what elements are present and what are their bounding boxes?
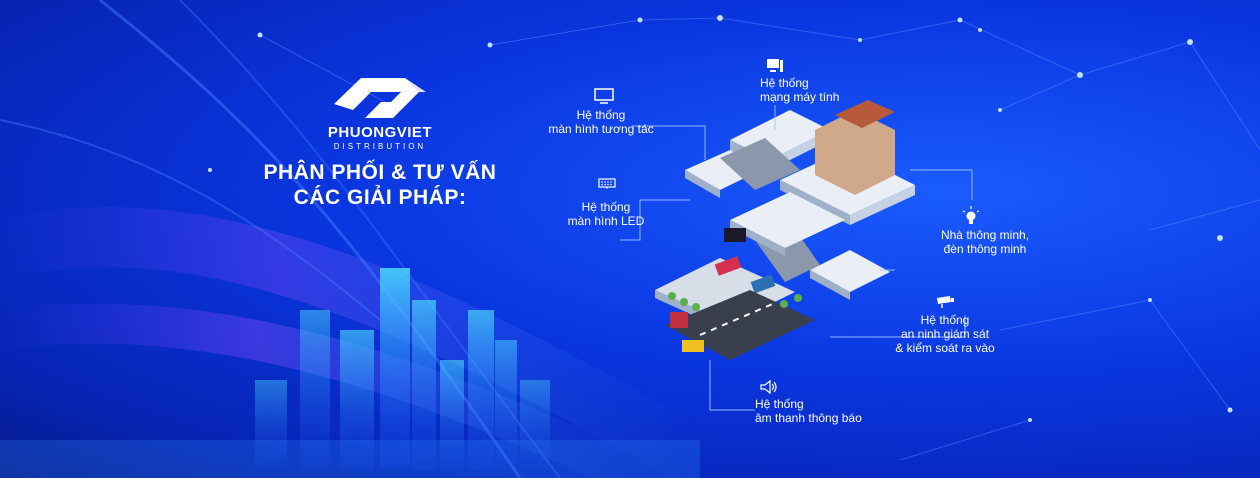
label-interactive-display: Hệ thống màn hình tương tác [548, 108, 654, 136]
isometric-illustration [655, 100, 915, 360]
brand-subtitle: DISTRIBUTION [333, 142, 427, 151]
brand-name: PHUONGVIET [327, 124, 433, 141]
led-screen-icon [598, 178, 616, 189]
monitor-icon [594, 88, 614, 104]
label-security: Hệ thống an ninh giám sát & kiểm soát ra… [895, 313, 995, 355]
label-led-display: Hệ thống màn hình LED [567, 200, 645, 228]
headline: PHÂN PHỐI & TƯ VẤN CÁC GIẢI PHÁP: [230, 160, 530, 210]
brand-block: PHUONGVIET DISTRIBUTION [300, 70, 460, 151]
label-smart-home: Nhà thông minh, đèn thông minh [940, 228, 1030, 256]
headline-line-1: PHÂN PHỐI & TƯ VẤN [263, 161, 497, 184]
phuongviet-logo-icon [334, 78, 426, 118]
cctv-camera-icon [937, 296, 954, 308]
light-bulb-icon [962, 206, 980, 224]
speaker-icon [760, 380, 777, 394]
headline-line-2: CÁC GIẢI PHÁP: [293, 186, 467, 209]
computer-icon [767, 59, 783, 72]
label-audio: Hệ thống âm thanh thông báo [755, 397, 862, 425]
label-network: Hệ thống mạng máy tính [760, 76, 840, 104]
